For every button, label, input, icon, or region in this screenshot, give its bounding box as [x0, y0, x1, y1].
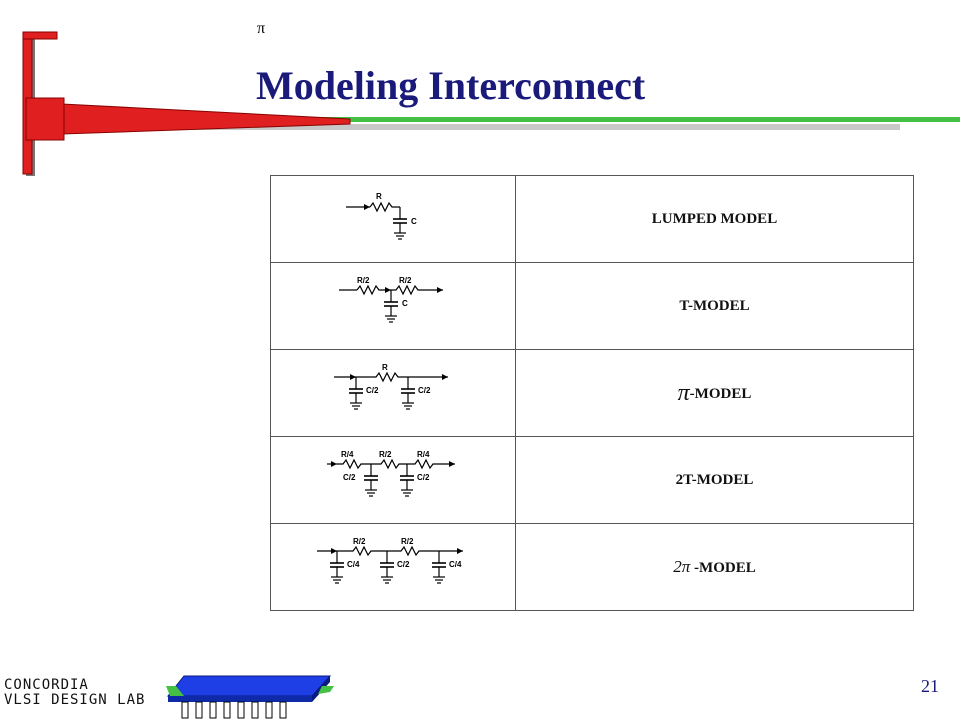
resistor-symbol — [371, 458, 407, 470]
2pi-model-label: -MODEL — [690, 560, 756, 576]
resistor-label-2: R/2 — [399, 276, 412, 285]
page-number: 21 — [921, 676, 939, 696]
pi-model-circuit: R C/2 — [334, 363, 448, 410]
resistor-label: R — [376, 192, 382, 201]
resistor-label: R — [382, 363, 388, 372]
red-block — [25, 97, 65, 141]
resistor-symbol — [337, 545, 387, 557]
lumped-diagram-cell: R C — [270, 175, 516, 263]
rule-shadow — [60, 124, 900, 130]
t-model-label: T-MODEL — [515, 262, 914, 350]
resistor-symbol — [391, 284, 443, 296]
2t-model-diagram-cell: R/4 R/2 R/4 C/2 — [270, 436, 516, 524]
table-row: R/2 R/2 C/4 — [270, 523, 914, 611]
capacitor-label-2: C/2 — [418, 386, 431, 395]
pi-model-label: -MODEL — [689, 385, 752, 402]
table-row: R C LUMPED MODEL — [270, 175, 914, 263]
header-decoration — [22, 31, 960, 176]
resistor-symbol — [387, 545, 463, 557]
resistor-symbol — [407, 458, 455, 470]
2pi-model-diagram-cell: R/2 R/2 C/4 — [270, 523, 516, 611]
table-row: R C/2 — [270, 349, 914, 437]
lumped-model-label: LUMPED MODEL — [515, 175, 914, 263]
pi-model-label-cell: π-MODEL — [515, 349, 914, 437]
bracket-cap — [22, 31, 58, 40]
resistor-label-2: R/2 — [401, 537, 414, 546]
resistor-symbol — [337, 458, 371, 470]
resistor-label-1: R/2 — [357, 276, 370, 285]
resistor-label-1: R/2 — [353, 537, 366, 546]
capacitor-label: C — [411, 217, 417, 226]
green-rule — [58, 117, 960, 122]
capacitor-label-2: C/2 — [417, 473, 430, 482]
capacitor-label-3: C/4 — [449, 560, 462, 569]
pi-mark: π — [257, 20, 266, 37]
logo-line-2: VLSI DESIGN LAB — [4, 692, 146, 708]
capacitor-label-2: C/2 — [397, 560, 410, 569]
logo-line-1: CONCORDIA — [4, 677, 89, 693]
pi-model-diagram-cell: R C/2 — [270, 349, 516, 437]
2pi-model-circuit: R/2 R/2 C/4 — [317, 537, 463, 584]
t-model-diagram-cell: R/2 R/2 C — [270, 262, 516, 350]
concordia-vlsi-logo: CONCORDIA VLSI DESIGN LAB — [4, 678, 145, 708]
capacitor-label-1: C/4 — [347, 560, 360, 569]
2pi-model-label-cell: 2π -MODEL — [515, 523, 914, 611]
t-model-circuit: R/2 R/2 C — [339, 276, 443, 323]
lumped-rc-circuit: R C — [346, 192, 417, 240]
2t-model-label: 2T-MODEL — [515, 436, 914, 524]
table-row: R/4 R/2 R/4 C/2 — [270, 436, 914, 524]
slide-title: Modeling Interconnect — [256, 63, 646, 108]
chip-icon — [166, 675, 334, 719]
table-row: R/2 R/2 C T-MODEL — [270, 262, 914, 350]
pi-symbol: π — [677, 379, 690, 406]
capacitor-label-1: C/2 — [366, 386, 379, 395]
capacitor-label-1: C/2 — [343, 473, 356, 482]
resistor-symbol — [369, 201, 400, 213]
2t-model-circuit: R/4 R/2 R/4 C/2 — [327, 450, 455, 497]
resistor-label-2: R/2 — [379, 450, 392, 459]
interconnect-models-table: R C LUMPED MODEL — [270, 175, 914, 611]
resistor-symbol — [356, 371, 448, 383]
capacitor-label: C — [402, 299, 408, 308]
2pi-symbol: 2π — [673, 557, 691, 576]
resistor-label-1: R/4 — [341, 450, 354, 459]
resistor-symbol — [356, 284, 391, 296]
resistor-label-3: R/4 — [417, 450, 430, 459]
